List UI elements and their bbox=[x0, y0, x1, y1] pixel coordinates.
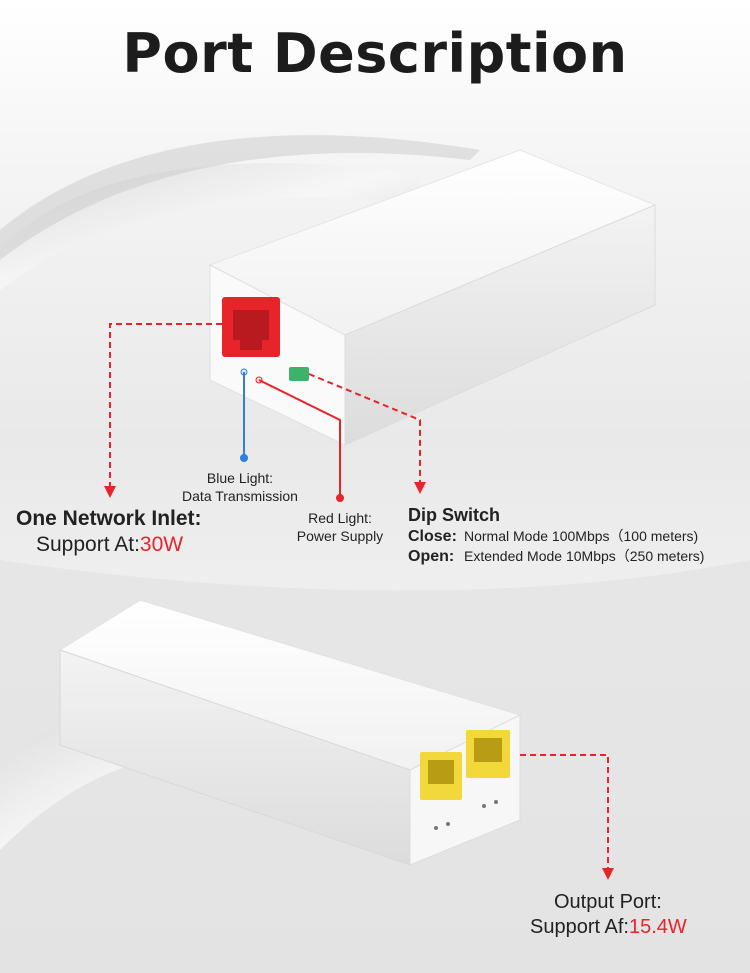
dip-switch bbox=[289, 367, 309, 381]
output-callout bbox=[520, 754, 609, 870]
top-device bbox=[208, 149, 657, 446]
blue-light-label: Blue Light: Data Transmission bbox=[182, 470, 298, 504]
background-swoosh-mid bbox=[0, 135, 480, 260]
dip-callout bbox=[308, 373, 421, 484]
network-inlet-label: One Network Inlet: Support At:30W bbox=[16, 507, 202, 557]
callouts bbox=[104, 323, 614, 880]
output-port-label: Output Port: Support Af:15.4W bbox=[530, 891, 687, 938]
page-title: Port Description bbox=[122, 22, 628, 85]
bottom-device bbox=[58, 599, 522, 866]
red-light-callout bbox=[258, 379, 341, 498]
dip-switch-label: Dip Switch Close:Normal Mode 100Mbps（100… bbox=[408, 505, 705, 565]
red-light-label: Red Light: Power Supply bbox=[296, 510, 384, 544]
top-device-side-face bbox=[344, 204, 656, 446]
inlet-callout bbox=[109, 323, 222, 488]
